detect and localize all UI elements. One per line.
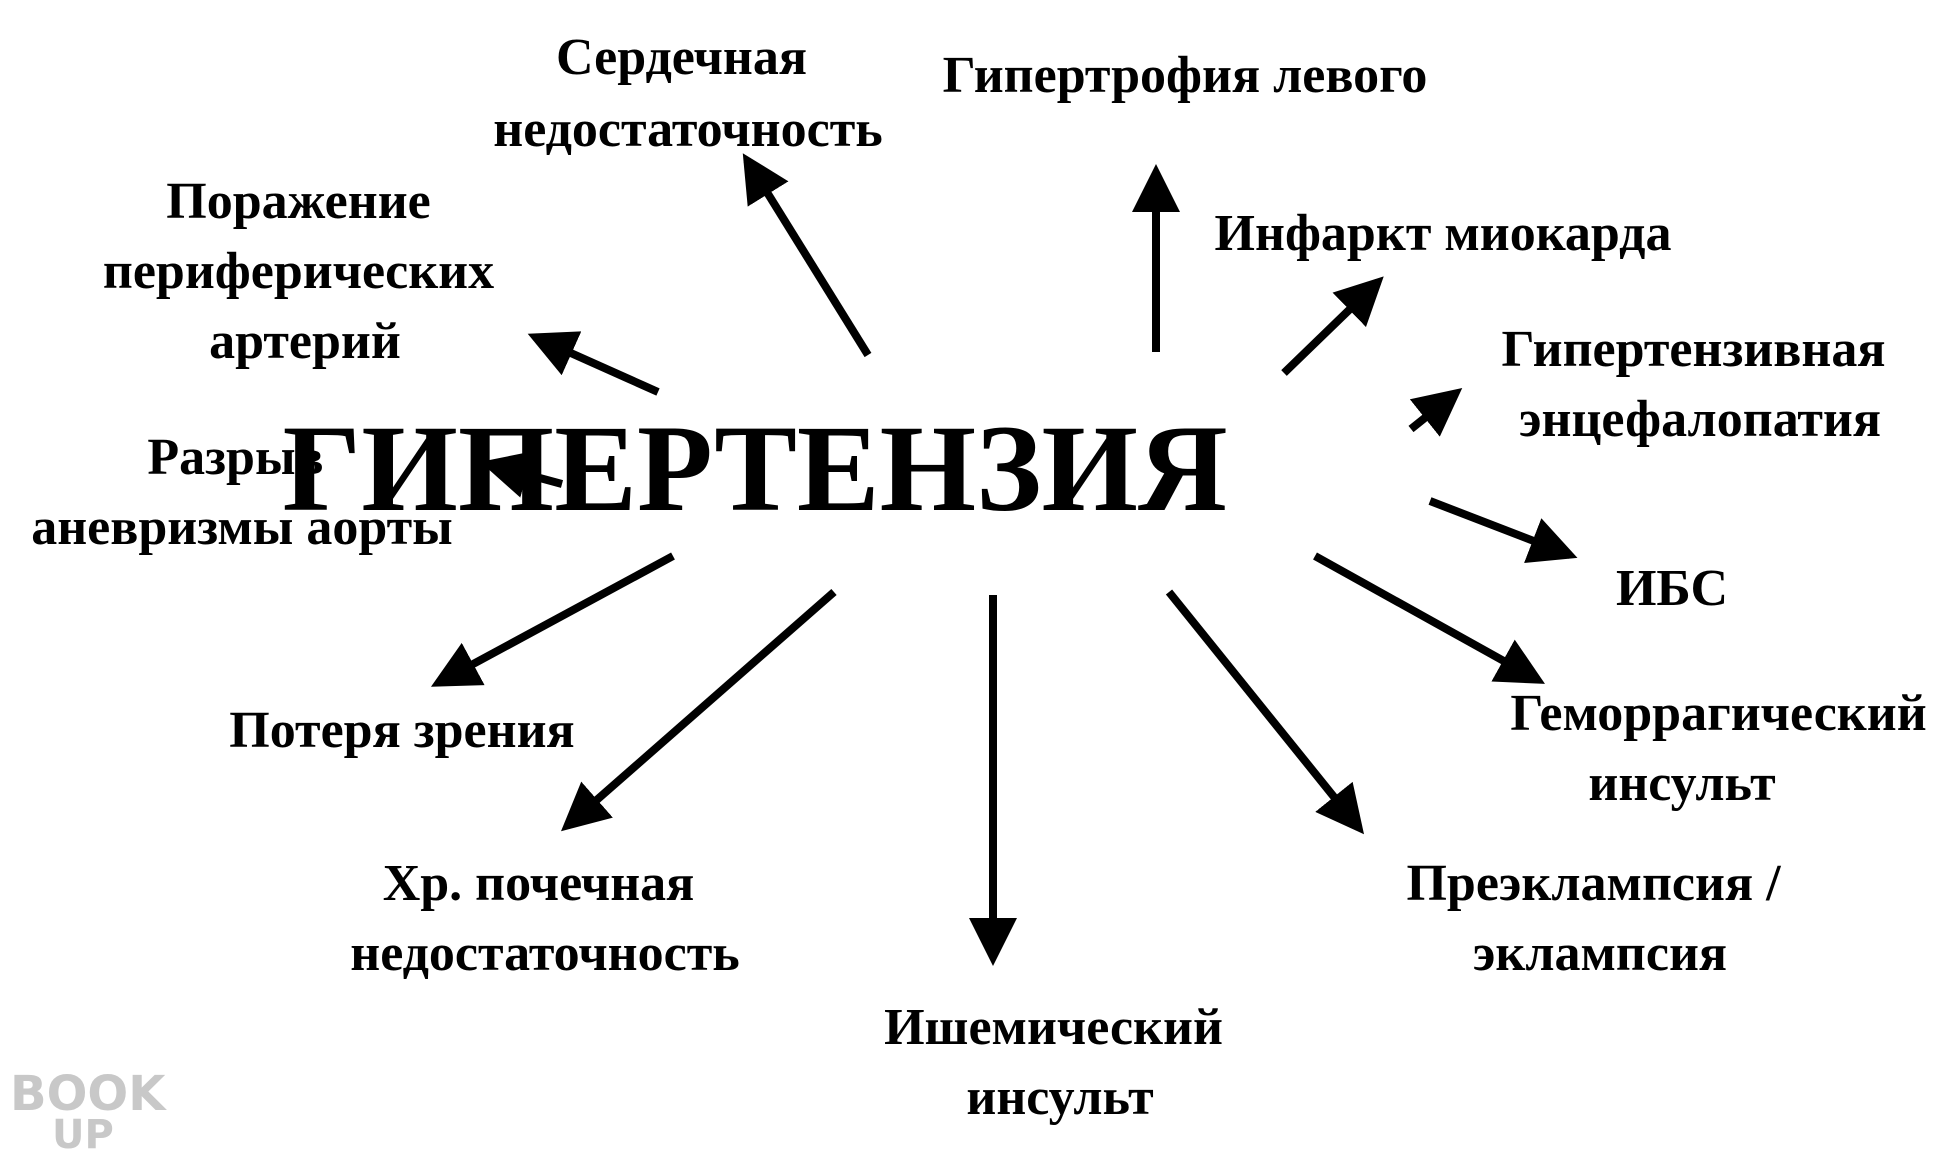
arrow-to-preeclampsia [1165, 589, 1365, 835]
node-ischemic-stroke: Ишемический инсульт [884, 999, 1236, 1126]
node-heart-failure: Сердечная недостаточность [493, 29, 883, 158]
node-aortic-aneurysm: Разрыв аневризмы аорты [31, 429, 453, 556]
node-vision-loss: Потеря зрения [229, 702, 574, 759]
arrow-to-heart-failure [742, 153, 872, 358]
node-ihd: ИБС [1616, 560, 1728, 617]
node-peripheral-arteries: Поражение периферичеcких артерий [103, 173, 507, 370]
watermark-top: BOOK [10, 1066, 167, 1122]
arrow-to-hemorrhagic-stroke [1313, 552, 1545, 684]
node-myocardial-infarction: Инфаркт миокарда [1215, 205, 1672, 262]
node-chronic-renal-failure: Хр. почечная недостаточность [350, 855, 740, 982]
node-preeclampsia: Преэклампсия / эклампсия [1406, 855, 1793, 982]
center-title: ГИПЕРТЕНЗИЯ [282, 400, 1227, 537]
watermark-logo: BOOK UP [10, 1066, 167, 1155]
arrow-to-aortic-aneurysm [480, 451, 564, 498]
node-hypertensive-encephalopathy: Гипертензивная энцефалопатия [1502, 321, 1899, 448]
node-hemorrhagic-stroke: Геморрагический инсульт [1510, 685, 1939, 812]
arrow-to-hypertensive-encephalopathy [1408, 388, 1463, 437]
watermark-bottom: UP [52, 1112, 114, 1155]
node-lv-hypertrophy: Гипертрофия левого [943, 47, 1428, 104]
arrows [430, 153, 1578, 966]
arrow-to-peripheral-arteries [527, 331, 660, 396]
arrow-to-myocardial-infarction [1281, 276, 1384, 376]
arrow-to-vision-loss [430, 552, 675, 687]
arrow-to-chronic-renal-failure [560, 588, 837, 832]
arrow-to-ihd [1428, 497, 1578, 563]
